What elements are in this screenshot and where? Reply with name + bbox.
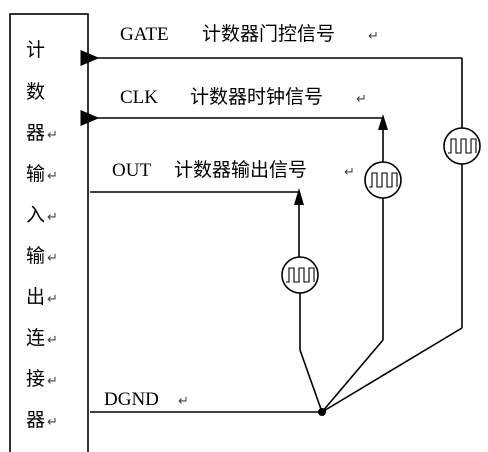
return-mark: ↵ — [47, 169, 58, 184]
return-mark: ↵ — [47, 333, 58, 348]
pulse-wave-icon — [448, 138, 477, 154]
connector-char: 计 — [26, 39, 45, 61]
connector-char: 器 — [26, 409, 45, 431]
clk-desc: 计数器时钟信号 — [190, 86, 323, 108]
return-mark: ↵ — [47, 251, 58, 266]
return-mark: ↵ — [47, 210, 58, 225]
clk-arrowhead — [378, 114, 388, 130]
connector-char: 输 — [26, 163, 45, 185]
clk-name: CLK — [120, 87, 158, 108]
return-mark: ↵ — [47, 292, 58, 307]
return-mark: ↵ — [47, 374, 58, 389]
out-signal: OUT 计数器输出信号 ↵ — [90, 159, 355, 257]
return-mark: ↵ — [47, 128, 58, 143]
return-mark: ↵ — [344, 165, 355, 180]
connector-box — [9, 13, 89, 452]
return-mark: ↵ — [356, 92, 367, 107]
return-mark: ↵ — [368, 29, 379, 44]
ground-junction — [318, 408, 326, 416]
gate-pulse-source — [321, 127, 481, 413]
connector-char: 器 — [26, 122, 45, 144]
dgnd-signal: DGND ↵ — [90, 389, 322, 413]
clk-signal: CLK 计数器时钟信号 ↵ — [80, 86, 388, 162]
gate-desc: 计数器门控信号 — [202, 23, 335, 45]
gate-signal: GATE 计数器门控信号 ↵ — [80, 23, 463, 128]
connector-char: 入 — [26, 204, 45, 226]
connector-char: 输 — [26, 245, 45, 267]
pulse-wave-icon — [369, 172, 398, 188]
connector-char: 连 — [26, 327, 45, 349]
connector-char: 接 — [26, 368, 45, 390]
out-pulse-source — [281, 256, 323, 413]
connector-char: 数 — [26, 81, 45, 103]
connector-char: 出 — [26, 286, 45, 308]
pulse-wave-icon — [286, 267, 315, 283]
dgnd-name: DGND — [104, 389, 159, 410]
connector-label: 计 数 器 输 入 输 出 连 接 器 ↵ ↵ ↵ ↵ ↵ ↵ ↵ ↵ — [26, 39, 58, 431]
out-desc: 计数器输出信号 — [174, 159, 307, 181]
gate-name: GATE — [120, 24, 169, 45]
return-mark: ↵ — [178, 394, 189, 409]
clk-pulse-source — [321, 161, 402, 413]
out-arrowhead — [294, 188, 304, 205]
out-name: OUT — [112, 160, 151, 181]
return-mark: ↵ — [47, 415, 58, 430]
